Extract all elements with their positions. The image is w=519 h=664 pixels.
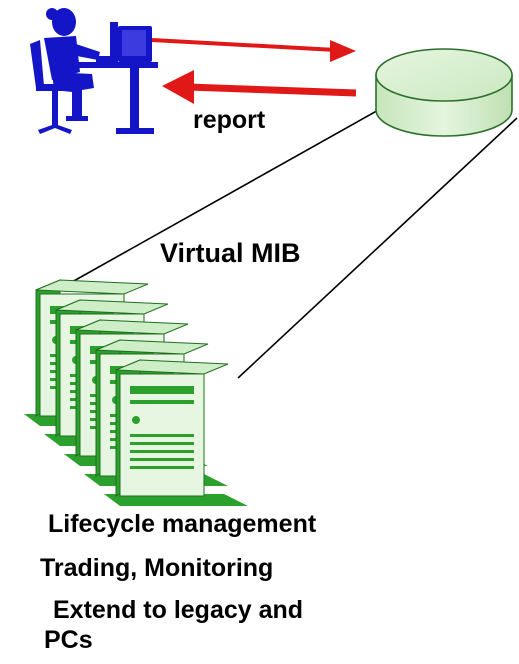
server-rack-icon: [24, 279, 248, 506]
request-arrow: [151, 38, 356, 62]
bullet-trading: Trading, Monitoring: [40, 554, 274, 582]
person-at-computer-icon: [30, 8, 158, 134]
connector-lines: [71, 107, 518, 379]
report-arrow: [162, 70, 357, 104]
bullet-extend: Extend to legacy and: [53, 596, 304, 624]
report-label: report: [193, 106, 266, 134]
virtual-mib-label: Virtual MIB: [160, 238, 301, 268]
server-tower: [104, 359, 248, 506]
bullet-lifecycle: Lifecycle management: [48, 510, 317, 538]
database-cylinder-icon: [375, 48, 513, 137]
bullet-pcs: PCs: [44, 626, 93, 654]
connector-line-right: [237, 117, 518, 379]
connector-line-left: [71, 107, 383, 283]
